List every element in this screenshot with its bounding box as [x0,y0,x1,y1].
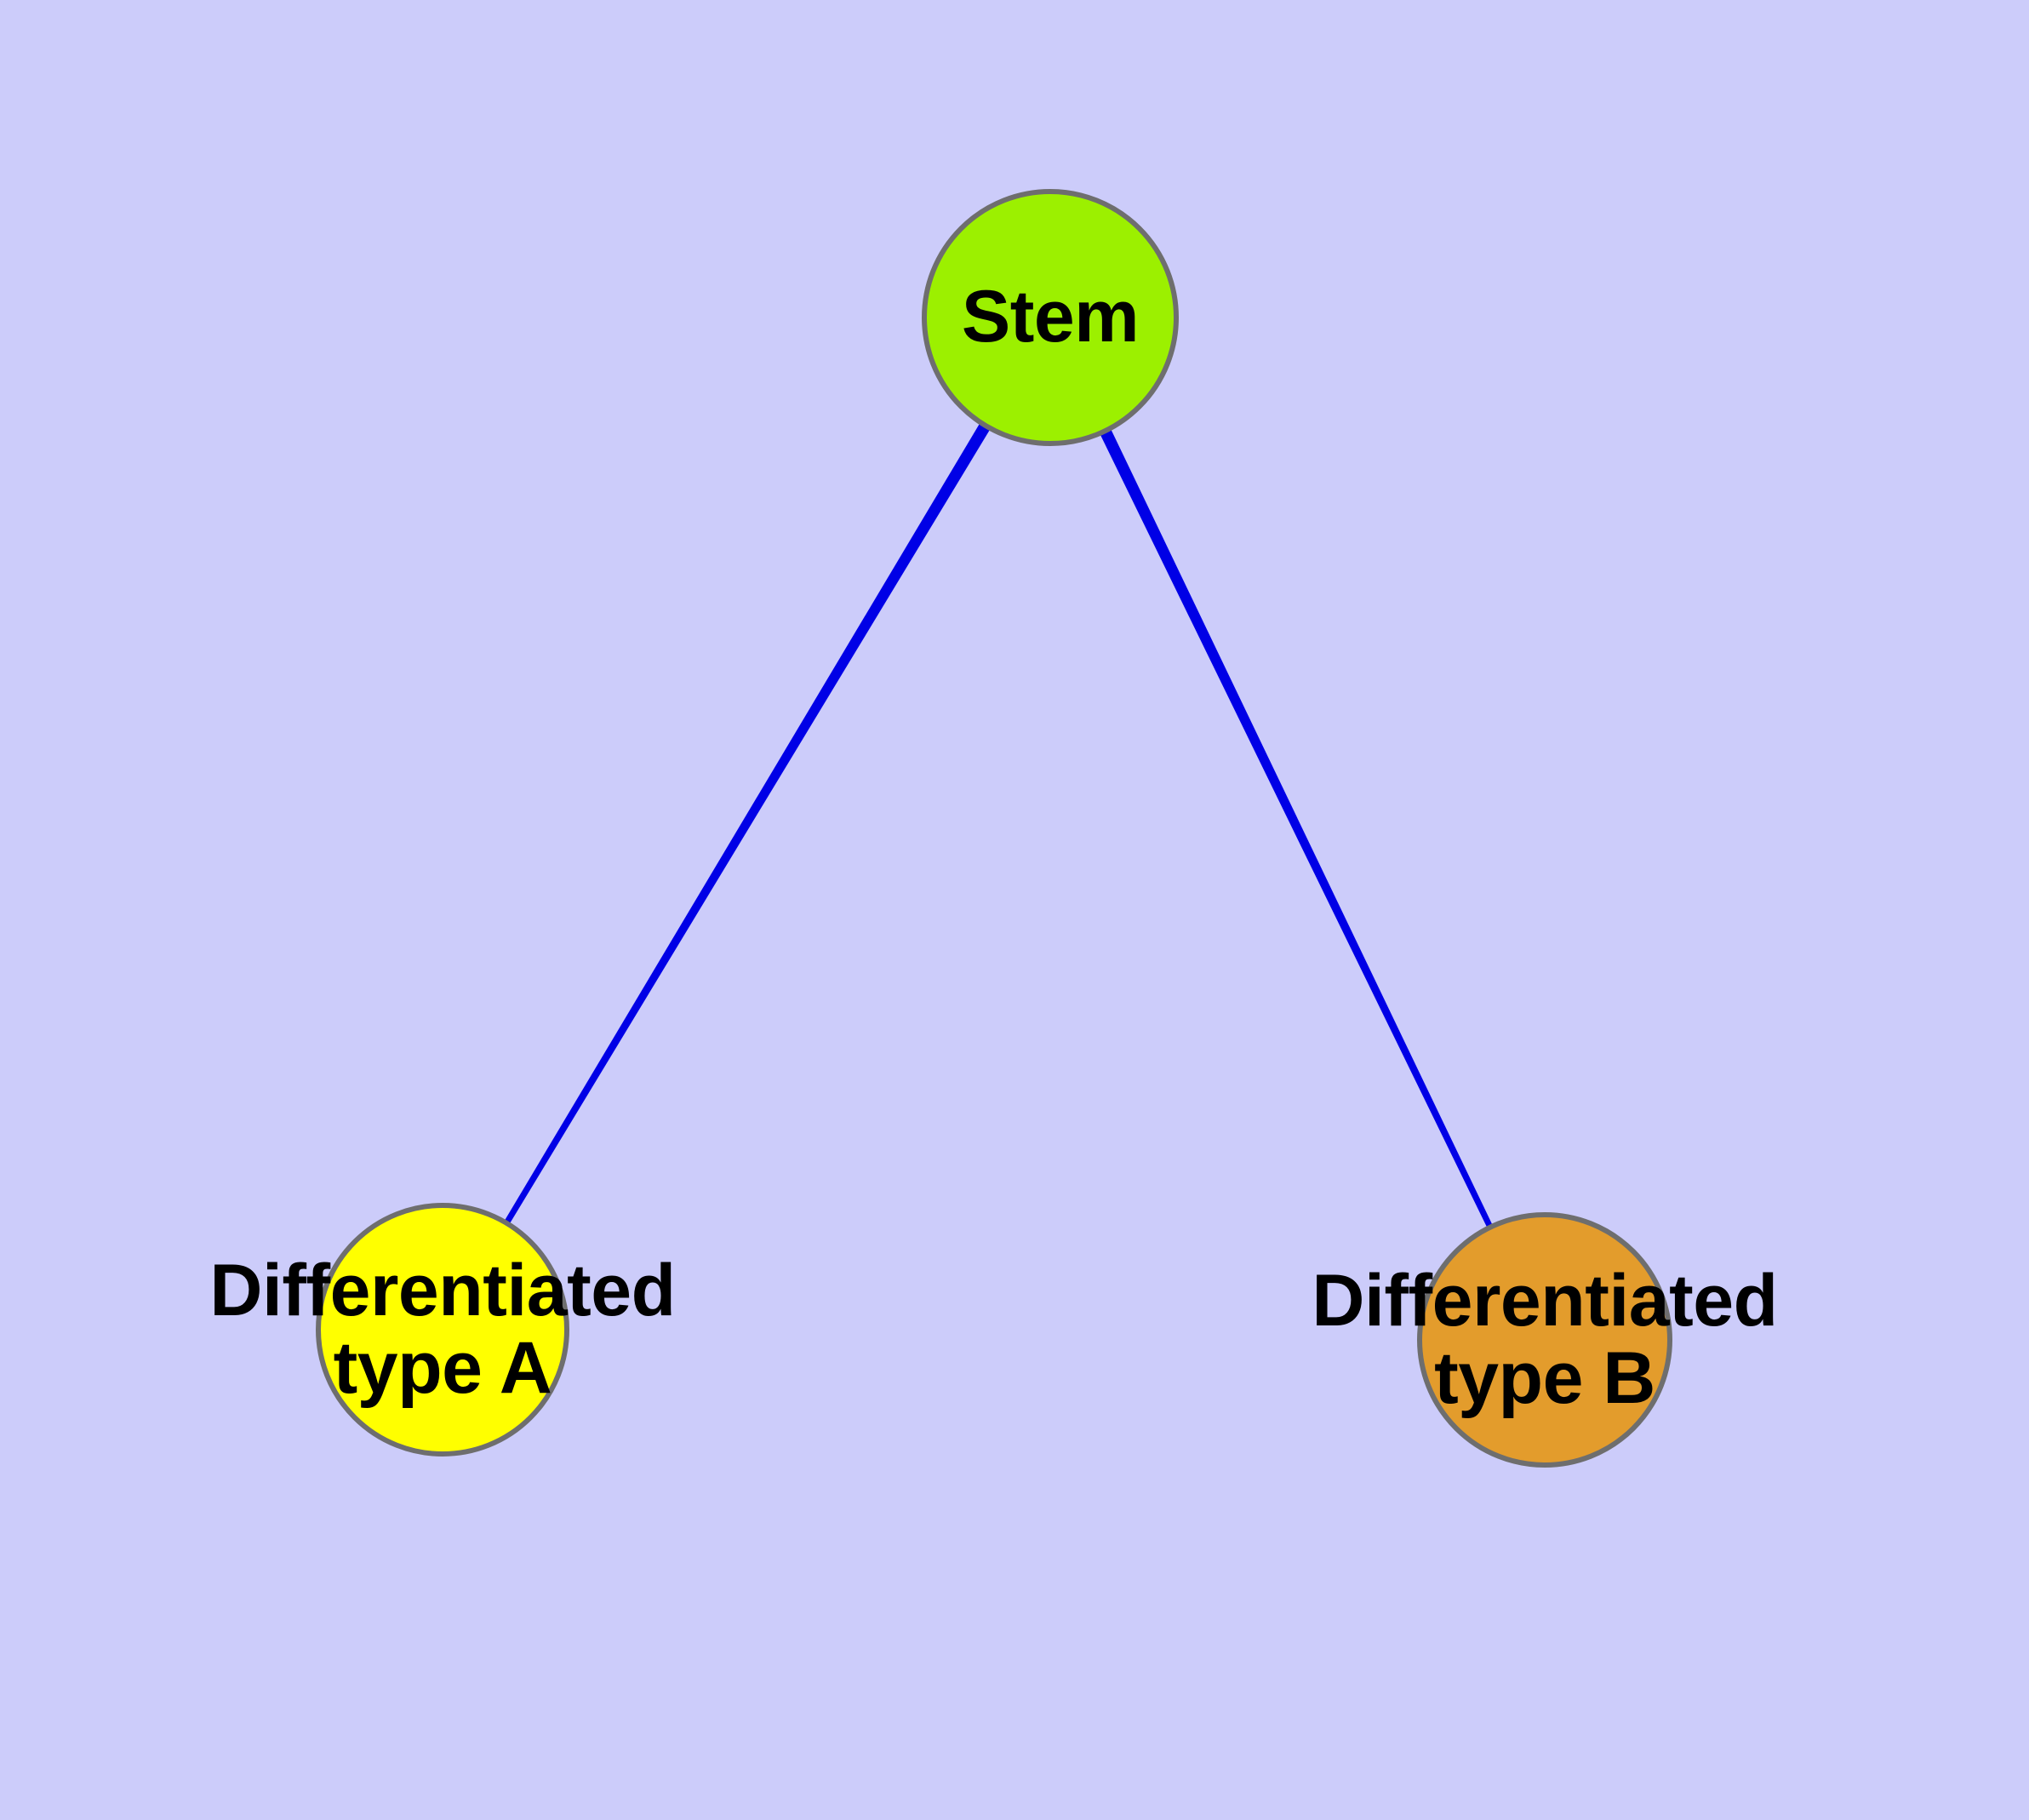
edge-stem-to-diff-b [1100,429,1493,1228]
node-stem[interactable] [922,189,1179,446]
edge-stem-to-diff-a [504,423,991,1224]
node-differentiated-type-b[interactable] [1417,1212,1672,1468]
node-differentiated-type-a[interactable] [316,1203,569,1457]
